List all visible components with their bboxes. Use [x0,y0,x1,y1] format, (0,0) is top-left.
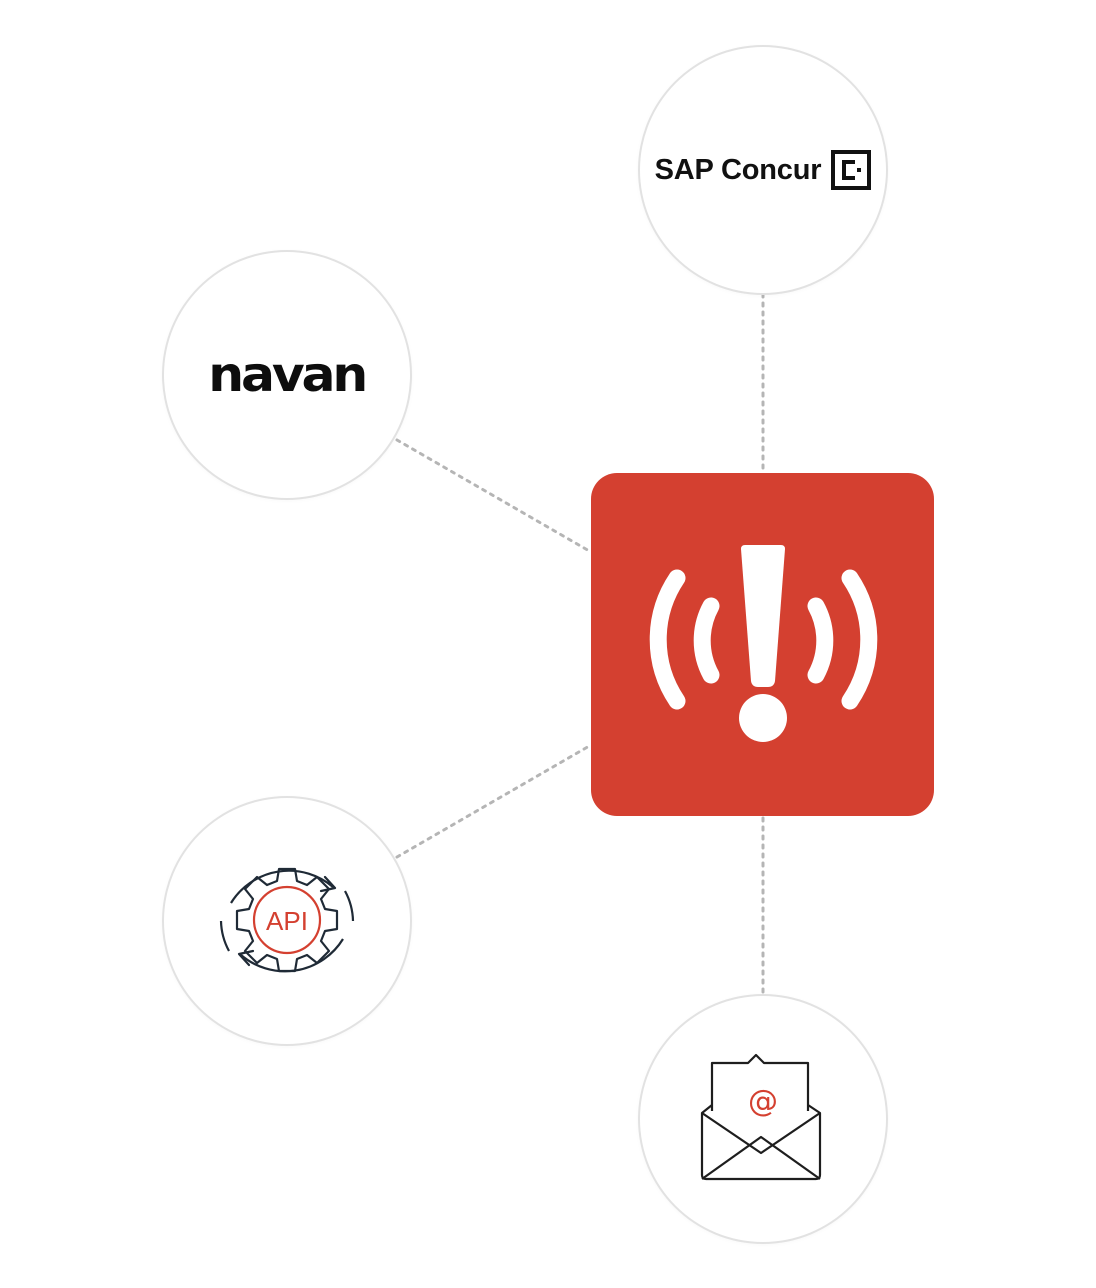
concur-c-logo-icon [831,150,872,190]
node-sap-concur: SAP Concur [640,47,886,293]
alert-hub [591,473,934,816]
connector-navan [395,438,593,554]
node-api: API [164,798,410,1044]
node-email: @ [640,996,886,1242]
open-envelope-icon [700,1053,822,1181]
node-navan: navan [164,252,410,498]
api-label: API [266,905,308,936]
sap-concur-label: SAP Concur [654,153,822,186]
alert-broadcast-icon [591,473,934,816]
gear-sync-icon [219,867,355,973]
connector-api [395,743,593,859]
navan-logo-text: navan [208,347,369,403]
email-at-symbol: @ [748,1083,778,1119]
sap-concur-logo: SAP Concur [655,150,872,190]
